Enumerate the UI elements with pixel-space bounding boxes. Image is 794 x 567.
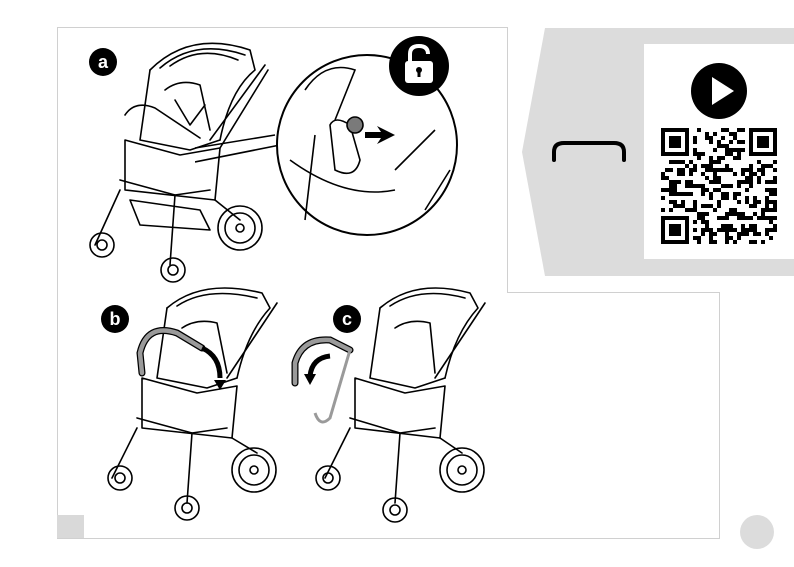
unlocked-padlock-icon — [388, 35, 450, 97]
step-c-badge: c — [333, 305, 361, 333]
stroller-illustration-c — [290, 278, 490, 533]
bumper-bar-symbol-icon — [548, 138, 630, 164]
play-icon[interactable] — [689, 61, 749, 121]
step-a-badge: a — [89, 48, 117, 76]
qr-code[interactable] — [661, 128, 777, 244]
step-b-badge: b — [101, 305, 129, 333]
qr-card — [644, 44, 794, 259]
page-marker-circle — [740, 515, 774, 549]
corner-marker — [57, 515, 84, 538]
